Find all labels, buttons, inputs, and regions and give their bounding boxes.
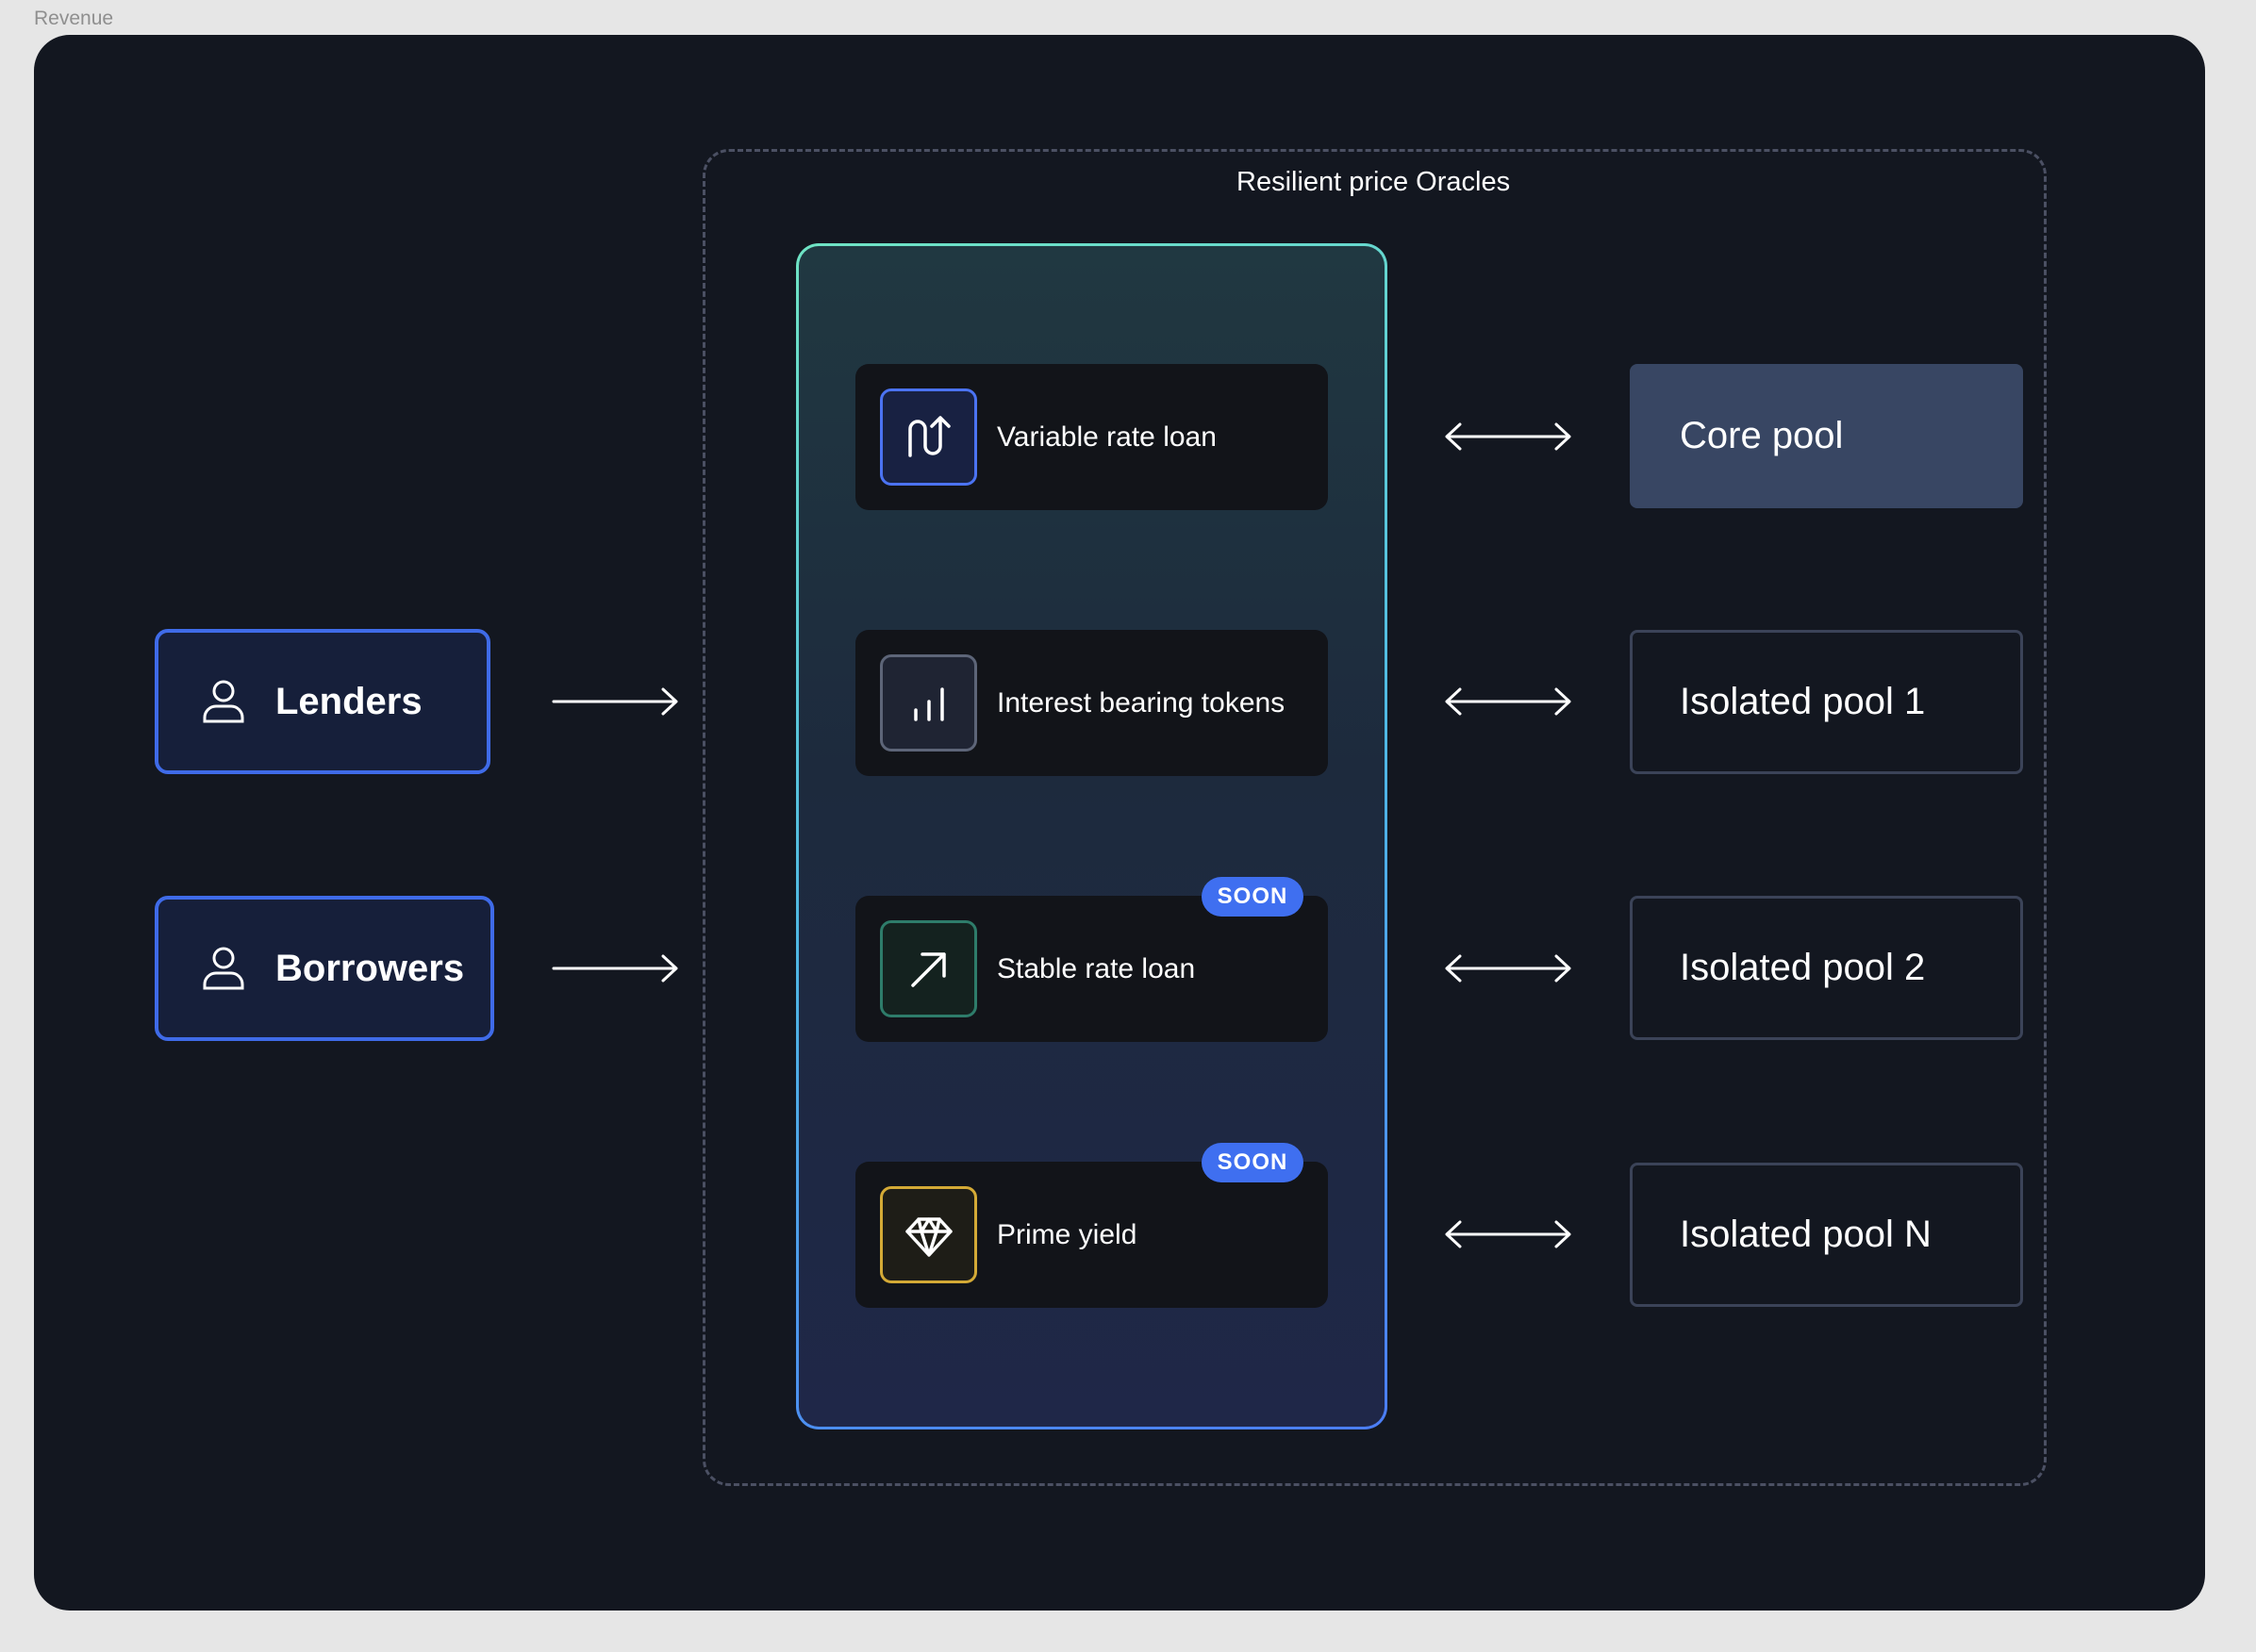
pool-isolated-1: Isolated pool 1: [1630, 630, 2023, 774]
pool-label: Isolated pool 1: [1680, 681, 1926, 722]
product-prime-yield: Prime yield: [855, 1162, 1328, 1308]
product-stable-rate-loan: Stable rate loan: [855, 896, 1328, 1042]
pool-label: Core pool: [1680, 415, 1844, 456]
soon-badge: SOON: [1202, 1143, 1303, 1182]
product-label: Stable rate loan: [997, 953, 1196, 984]
pool-label: Isolated pool 2: [1680, 947, 1926, 988]
diamond-icon: [880, 1186, 977, 1283]
oracle-boundary: [703, 149, 2047, 1486]
arrow-up-right-icon: [880, 920, 977, 1017]
double-arrow-icon: [1445, 422, 1571, 451]
variable-rate-icon: [880, 388, 977, 486]
product-variable-rate-loan: Variable rate loan: [855, 364, 1328, 510]
user-icon: [203, 680, 244, 723]
product-label: Prime yield: [997, 1219, 1137, 1250]
pool-label: Isolated pool N: [1680, 1214, 1932, 1255]
arrow-right-icon: [552, 687, 678, 716]
double-arrow-icon: [1445, 1220, 1571, 1248]
double-arrow-icon: [1445, 687, 1571, 716]
product-label: Variable rate loan: [997, 421, 1217, 453]
product-interest-bearing-tokens: Interest bearing tokens: [855, 630, 1328, 776]
pool-isolated-2: Isolated pool 2: [1630, 896, 2023, 1040]
borrowers-label: Borrowers: [275, 948, 465, 989]
bar-chart-icon: [880, 654, 977, 752]
product-label: Interest bearing tokens: [997, 687, 1286, 719]
borrowers-box: Borrowers: [155, 896, 494, 1041]
user-icon: [203, 947, 244, 990]
pool-isolated-n: Isolated pool N: [1630, 1163, 2023, 1307]
soon-badge: SOON: [1202, 877, 1303, 917]
arrow-right-icon: [552, 954, 678, 983]
pool-core: Core pool: [1630, 364, 2023, 508]
lenders-label: Lenders: [275, 681, 423, 722]
double-arrow-icon: [1445, 954, 1571, 983]
oracle-label: Resilient price Oracles: [1214, 162, 1534, 202]
frame-label: Revenue: [34, 8, 114, 29]
lenders-box: Lenders: [155, 629, 490, 774]
